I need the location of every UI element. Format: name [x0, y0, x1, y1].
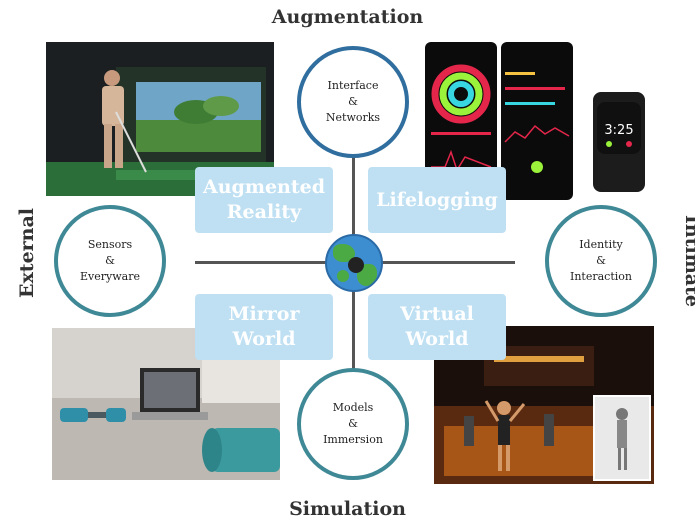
circle-right-line-2: &	[596, 254, 606, 267]
circle-sensors-everyware: Sensors & Everyware	[54, 205, 166, 317]
circle-interface-networks: Interface & Networks	[297, 46, 409, 158]
augmented-reality-line-1: Augmented	[203, 176, 325, 198]
mirror-world-line-2: World	[232, 328, 296, 350]
virtual-world-line-2: World	[405, 328, 469, 350]
augmented-reality-line-2: Reality	[226, 201, 302, 223]
virtual-world-line-1: Virtual	[400, 303, 474, 325]
circle-left-line-1: Sensors	[87, 238, 133, 251]
axis-title-external: External	[16, 207, 38, 299]
lifelogging-label: Lifelogging	[376, 188, 498, 211]
axis-title-augmentation: Augmentation	[271, 6, 424, 28]
quadrant-mirror-world: Mirror World	[195, 294, 333, 360]
axis-title-intimate: Intimate	[681, 215, 695, 307]
circle-top-line-1: Interface	[327, 79, 379, 92]
circle-left-line-2: &	[105, 254, 115, 267]
quadrant-augmented-reality: Augmented Reality	[195, 167, 333, 233]
axis-title-simulation: Simulation	[289, 498, 406, 520]
circle-identity-interaction: Identity & Interaction	[545, 205, 657, 317]
circle-bottom-line-2: &	[348, 417, 358, 430]
circle-bottom-line-3: Immersion	[323, 433, 383, 446]
watch-time: 3:25	[604, 123, 633, 138]
globe-icon	[325, 234, 383, 292]
circle-right-line-3: Interaction	[570, 270, 632, 283]
circle-top-line-2: &	[348, 95, 358, 108]
quadrant-lifelogging: Lifelogging	[368, 167, 506, 233]
circle-top-line-3: Networks	[325, 111, 381, 124]
circle-right-line-1: Identity	[579, 238, 623, 251]
quadrant-virtual-world: Virtual World	[368, 294, 506, 360]
mirror-world-line-1: Mirror	[228, 303, 300, 325]
circle-models-immersion: Models & Immersion	[297, 368, 409, 480]
circle-left-line-3: Everyware	[80, 270, 140, 283]
circle-bottom-line-1: Models	[332, 401, 374, 414]
